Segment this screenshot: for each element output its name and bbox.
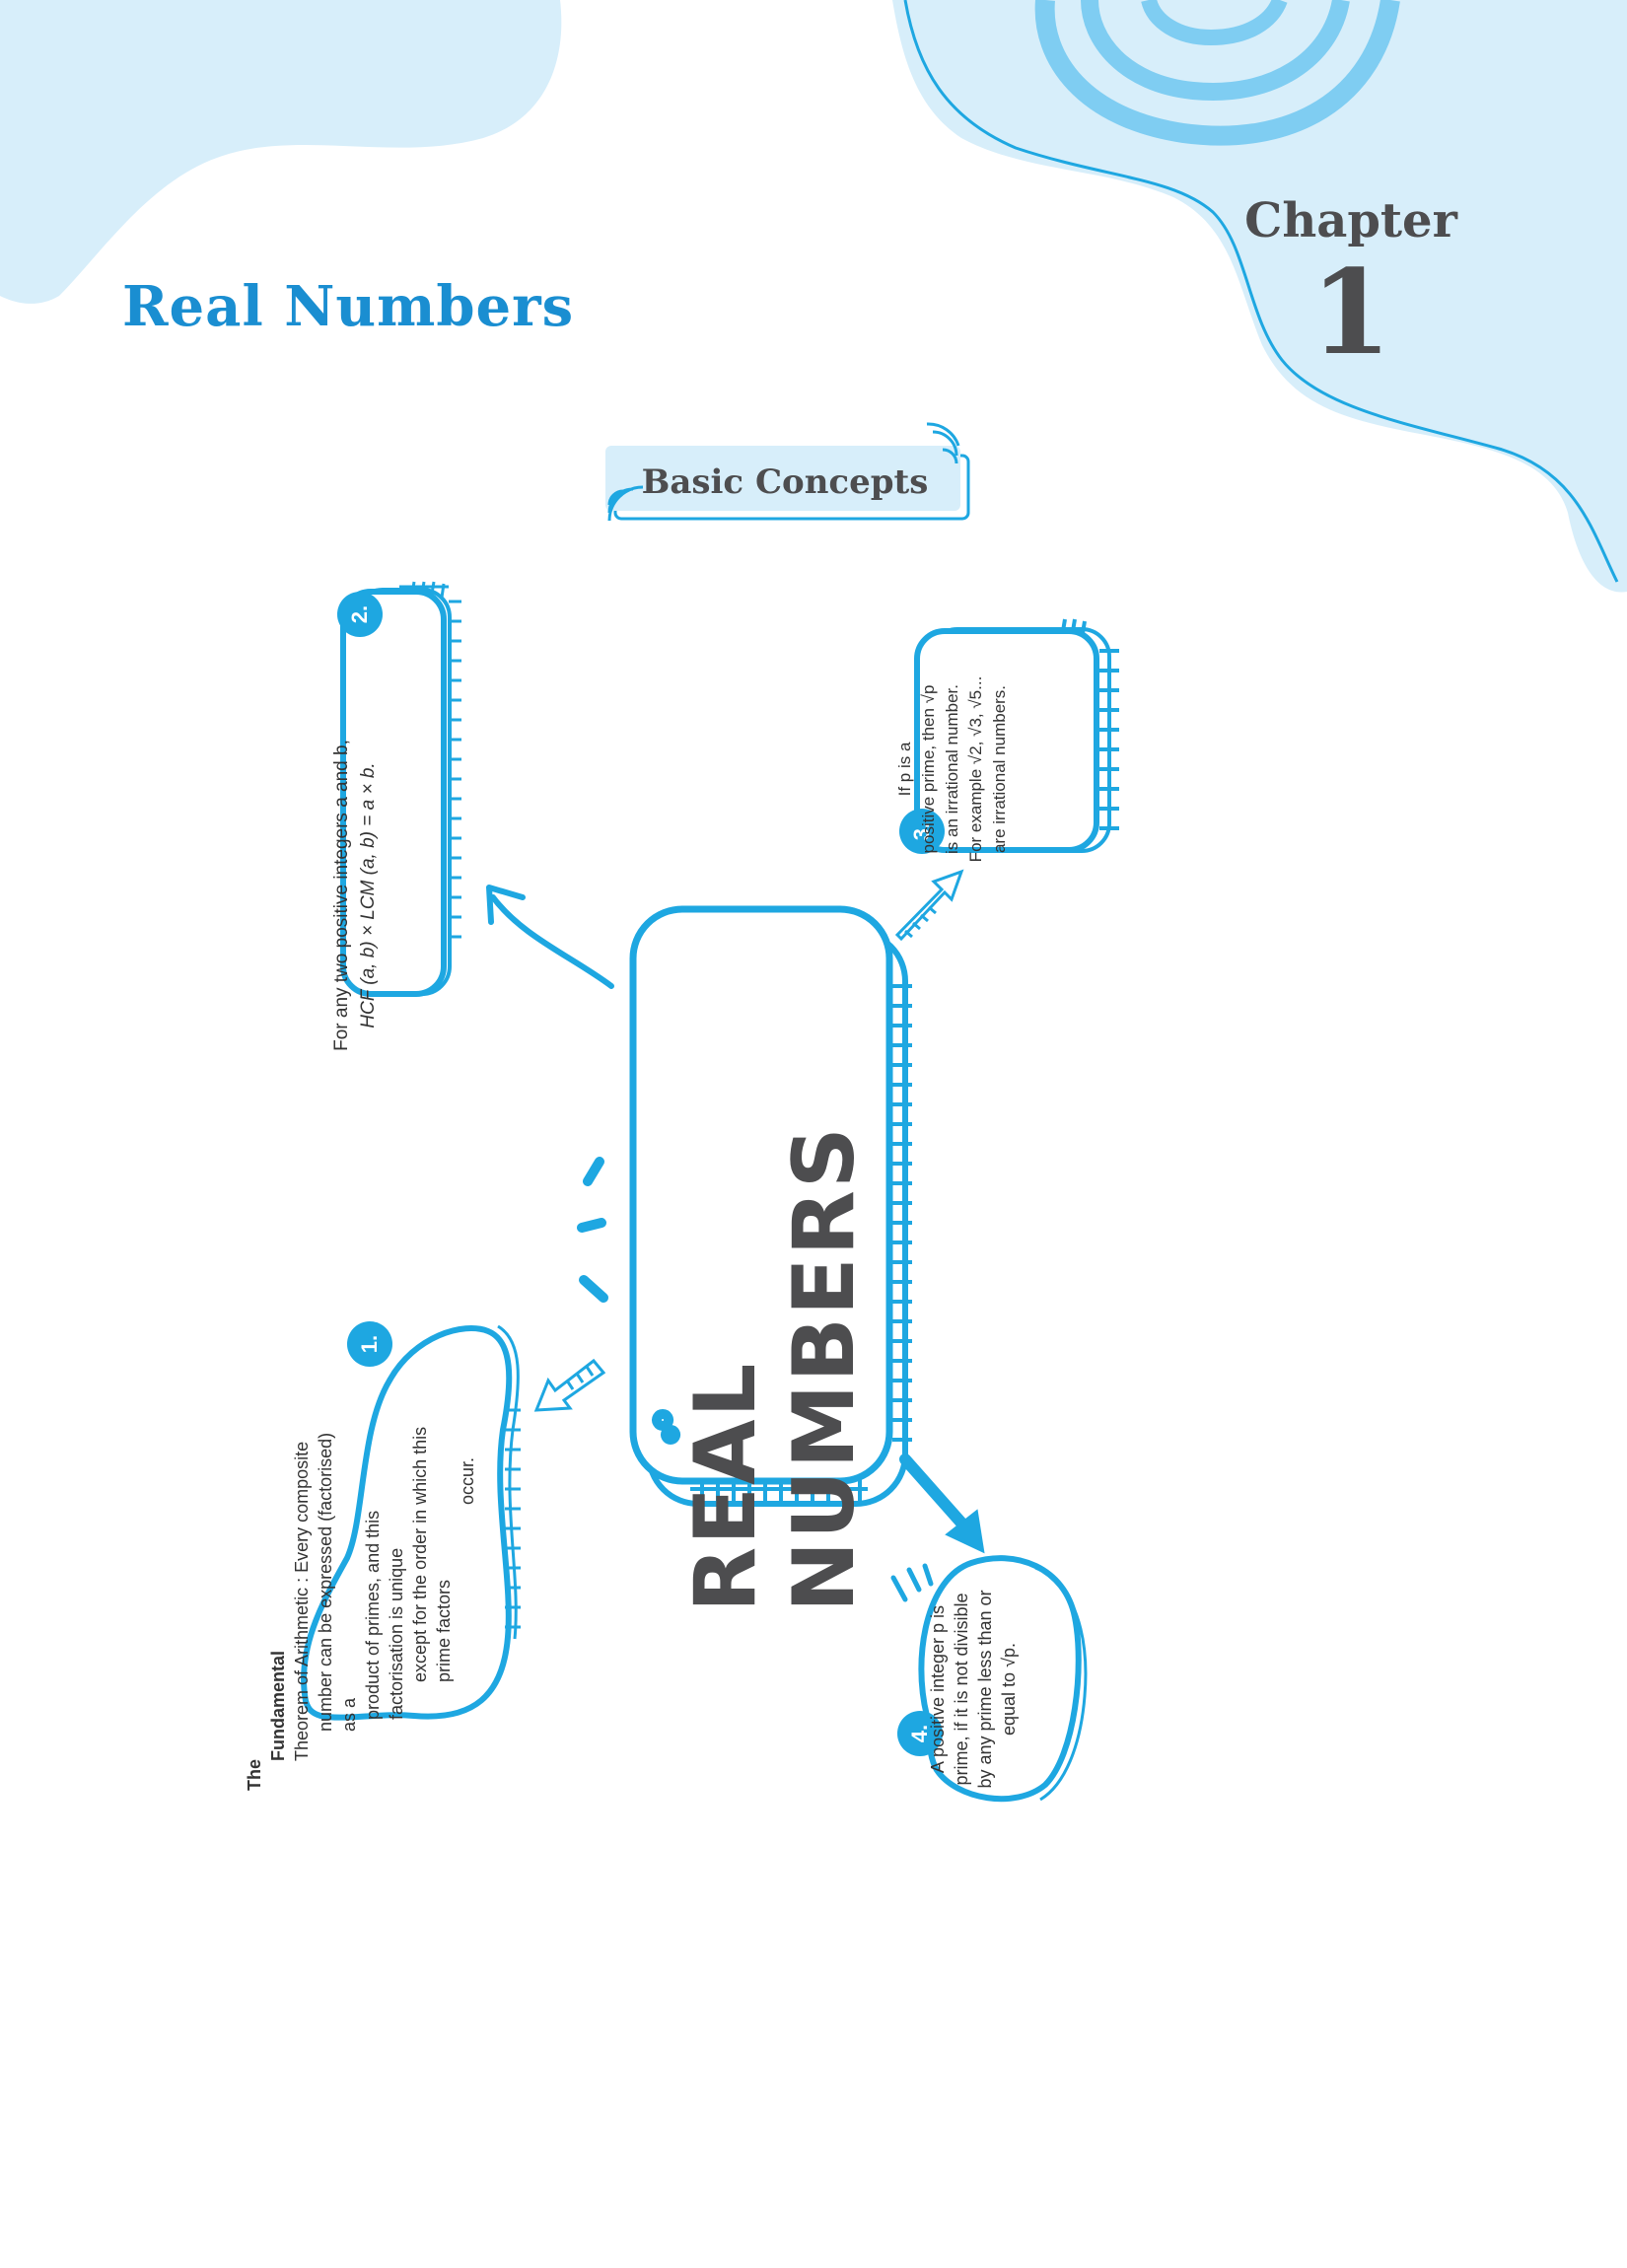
bubble-4-spark bbox=[890, 1563, 934, 1602]
top-left-wave-shape bbox=[0, 0, 562, 304]
top-right-wave-outline bbox=[903, 0, 1619, 583]
badge-2: 2. bbox=[337, 592, 383, 637]
arrow-to-bubble-4 bbox=[899, 1453, 972, 1534]
chapter-number: 1 bbox=[1309, 244, 1392, 381]
bubble-3 bbox=[914, 628, 1099, 853]
bubble-1 bbox=[301, 1325, 513, 1721]
bubble-3-hatch bbox=[1061, 618, 1119, 830]
arrow-to-bubble-4-head bbox=[945, 1509, 985, 1554]
bubble-4-line-1: A positive integer p is bbox=[928, 1604, 948, 1774]
bubble-3-line-5: are irrational numbers. bbox=[990, 684, 1009, 854]
arrow-to-bubble-3-hatch bbox=[904, 905, 937, 939]
spark-strokes bbox=[577, 1157, 681, 1445]
bubble-4-line-2: prime, if it is not divisible bbox=[952, 1593, 971, 1786]
section-tag-corner-arcs-left bbox=[607, 485, 644, 522]
bubble-3-text: If p is a positive prime, then √p is an … bbox=[891, 666, 1014, 873]
chapter-label: Chapter bbox=[1244, 193, 1457, 248]
bubble-4-line-3: by any prime less than or bbox=[975, 1590, 995, 1789]
central-box-hatch bbox=[690, 984, 912, 1504]
arrow-to-bubble-2-head bbox=[486, 885, 526, 925]
bubble-4-text: A positive integer p is prime, if it is … bbox=[924, 1576, 1023, 1803]
arrow-to-bubble-3 bbox=[894, 869, 964, 942]
bubble-1-line-6: except for the order in which this prime… bbox=[410, 1426, 454, 1682]
bubble-3-line-4: For example √2, √3, √5... bbox=[966, 675, 985, 863]
ring-outer bbox=[1034, 0, 1400, 146]
mindmap-center-label: REAL NUMBERS bbox=[676, 1125, 874, 1612]
bubble-1-line-3: Theorem of Arithmetic : Every composite bbox=[292, 1441, 312, 1761]
bubble-1-line-2: Fundamental bbox=[268, 1650, 288, 1761]
bubble-3-line-3: is an irrational number. bbox=[943, 684, 961, 854]
section-tag-corner-arcs-right bbox=[926, 422, 960, 464]
top-right-wave-shape bbox=[892, 0, 1627, 593]
bubble-4 bbox=[918, 1555, 1082, 1803]
bubble-1-line-7: occur. bbox=[458, 1456, 477, 1505]
bubble-1-text: The Fundamental Theorem of Arithmetic : … bbox=[245, 1416, 477, 1791]
section-tag-label: Basic Concepts bbox=[641, 462, 929, 502]
bubble-2-line-2: HCF (a, b) × LCM (a, b) = a × b. bbox=[358, 762, 379, 1028]
arrow-to-bubble-2 bbox=[490, 894, 614, 989]
arrow-to-bubble-1-hatch bbox=[565, 1366, 595, 1390]
bubble-1-hatch bbox=[505, 1408, 521, 1629]
page-title: Real Numbers bbox=[122, 274, 575, 339]
bubble-1-line-5: product of primes, and this factorisatio… bbox=[363, 1510, 406, 1720]
bubble-2-line-1: For any two positive integers a and b, bbox=[331, 740, 352, 1051]
bubble-2-hatch bbox=[399, 581, 461, 939]
bubble-4-outline-echo bbox=[1034, 1566, 1088, 1802]
bubble-1-line-1: The bbox=[245, 1758, 264, 1791]
central-box bbox=[629, 905, 893, 1485]
section-tag-box bbox=[605, 446, 960, 511]
bubble-2-text: For any two positive integers a and b, H… bbox=[306, 708, 404, 1083]
bubble-2 bbox=[340, 589, 447, 997]
bubble-4-line-4: equal to √p. bbox=[999, 1643, 1019, 1736]
ring-inner bbox=[1141, 0, 1288, 46]
ring-middle bbox=[1081, 0, 1350, 101]
bubble-3-line-2: positive prime, then √p bbox=[919, 684, 938, 854]
bubble-1-line-4: number can be expressed (factorised) as … bbox=[316, 1432, 359, 1732]
badge-1: 1. bbox=[347, 1321, 392, 1367]
bubble-3-line-1: If p is a bbox=[895, 742, 914, 797]
